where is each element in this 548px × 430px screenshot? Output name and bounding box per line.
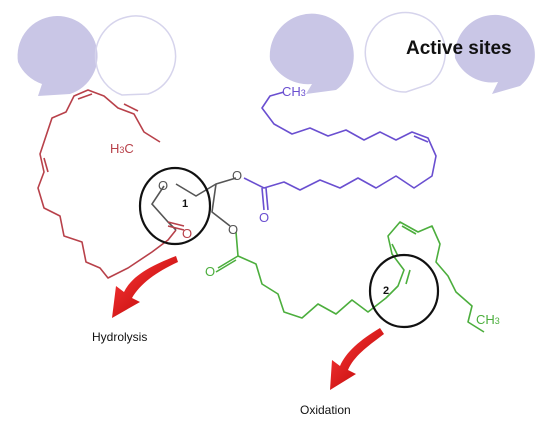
active-site-2-number: 2 [383, 285, 390, 297]
red-double-bond [43, 157, 49, 173]
blue-fatty-acid-chain [243, 91, 437, 191]
oxygen-atom: O [205, 264, 216, 279]
active-site-2-circle [368, 253, 440, 329]
oxidation-label: Oxidation [300, 403, 351, 417]
curved-arrow-icon [112, 256, 178, 318]
red-double-bond [77, 93, 93, 100]
green-double-bond [391, 243, 399, 257]
curved-arrow-icon [330, 328, 384, 390]
blue-double-bond [413, 135, 429, 143]
carbonyl-left [167, 225, 185, 231]
green-fatty-acid-chain [235, 221, 485, 333]
green-double-bond [405, 269, 411, 285]
oxygen-atom: O [228, 222, 239, 237]
speech-bubble-icon [364, 11, 447, 93]
red-double-bond [123, 103, 139, 112]
diagram-title: Active sites [406, 38, 512, 59]
speech-bubble-icon [454, 14, 535, 95]
speech-bubble-icon [94, 15, 177, 96]
red-fatty-acid-chain [37, 89, 177, 279]
oxygen-atom: O [182, 226, 193, 241]
green-carbonyl [215, 259, 237, 273]
oxygen-atom: O [158, 178, 169, 193]
oxygen-atom: O [259, 210, 270, 225]
ch3-top-label: CH3 [282, 84, 306, 99]
carbonyl-left [167, 221, 185, 227]
active-site-1-number: 1 [182, 198, 189, 210]
h3c-left-label: H3C [110, 141, 134, 156]
speech-bubble-icon [269, 13, 354, 94]
hydrolysis-label: Hydrolysis [92, 330, 148, 344]
ch3-right-label: CH3 [476, 312, 500, 327]
blue-carbonyl [265, 187, 269, 211]
active-site-1-circle [138, 166, 212, 246]
green-double-bond [401, 225, 417, 235]
oxygen-atom: O [232, 168, 243, 183]
ester-bond-left [150, 185, 177, 231]
decorative-bubbles [17, 11, 535, 96]
glycerol-backbone [211, 183, 231, 227]
green-carbonyl [217, 255, 239, 269]
speech-bubble-icon [17, 15, 98, 96]
blue-carbonyl [261, 187, 265, 211]
